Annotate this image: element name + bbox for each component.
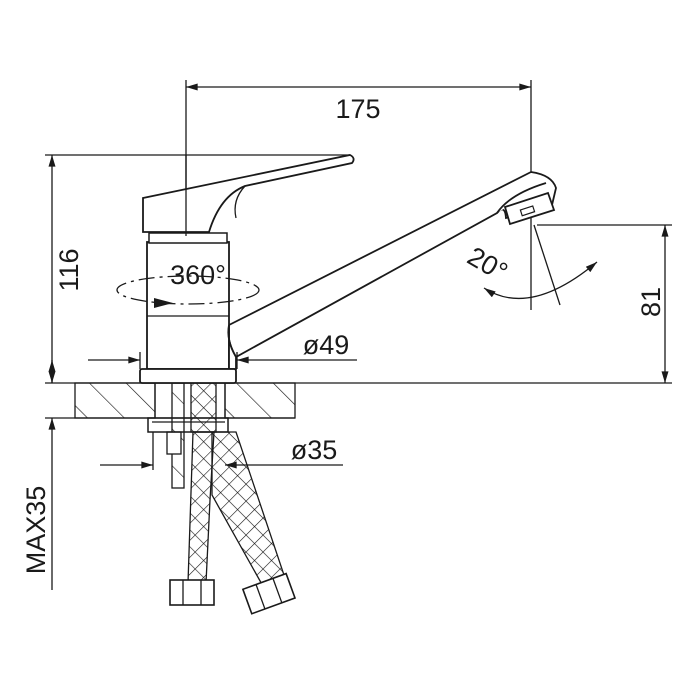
dimension-total-height: 116 <box>48 155 84 384</box>
rotation-label: 360° <box>170 260 226 290</box>
body-diameter-label: ø49 <box>303 330 350 360</box>
dimension-hole-diameter: ø35 <box>100 432 343 470</box>
faucet-lever-handle <box>142 154 355 236</box>
hole-diameter-label: ø35 <box>291 435 338 465</box>
dimension-spout-height: 81 <box>636 225 669 384</box>
spout-reach-label: 175 <box>335 94 380 124</box>
max-thickness-label: MAX35 <box>21 486 51 575</box>
aerator-angle-indicator: 20° <box>462 224 598 306</box>
spout-height-label: 81 <box>636 287 666 317</box>
hose-nut-left <box>169 579 215 606</box>
dimension-max-thickness: MAX35 <box>21 359 56 590</box>
countertop-section <box>74 382 296 419</box>
rotation-arrow-icon <box>154 298 173 308</box>
aerator-angle-label: 20° <box>462 241 512 287</box>
dimension-spout-reach: 175 <box>186 83 531 124</box>
total-height-label: 116 <box>54 248 84 291</box>
hose-nut-right <box>241 572 297 615</box>
extension-lines <box>45 80 672 419</box>
mounting-nut <box>147 383 229 433</box>
faucet-body <box>139 232 237 384</box>
dimension-body-diameter: ø49 <box>88 330 357 369</box>
rotation-indicator: 360° <box>116 260 260 308</box>
